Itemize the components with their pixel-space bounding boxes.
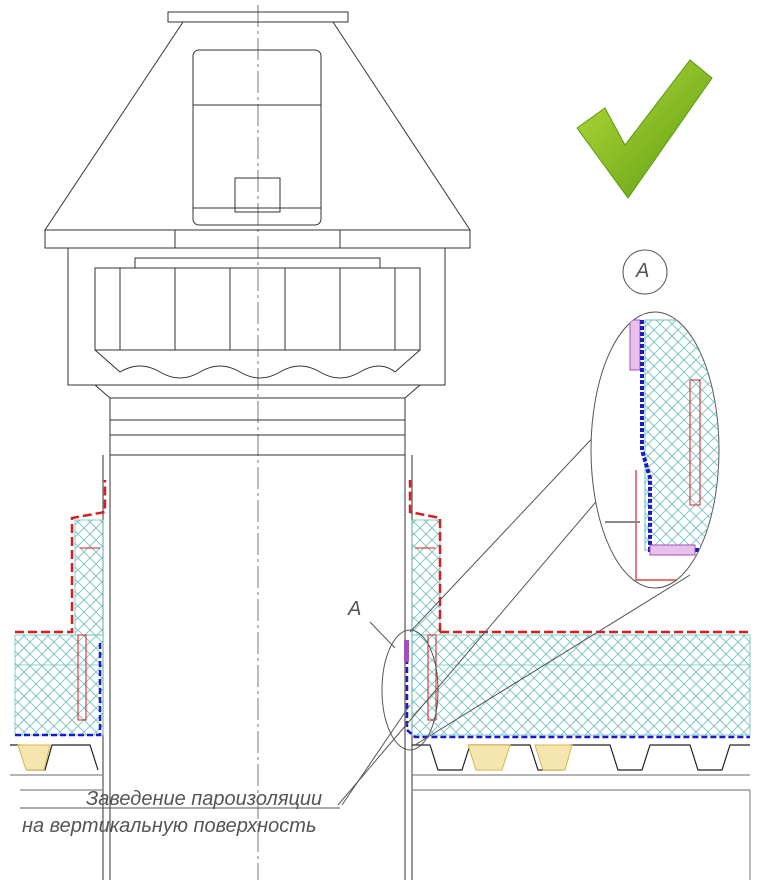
callout-line-2: на вертикальную поверхность [22, 815, 317, 837]
fasteners [77, 547, 437, 721]
detail-marker-circle [622, 249, 668, 295]
waterproof-membrane [15, 480, 750, 634]
motor [192, 49, 322, 226]
checkmark-icon [576, 59, 713, 199]
leader-line [337, 449, 641, 806]
sealant [404, 640, 409, 662]
detail-label-zoom: A [636, 260, 650, 282]
detail-label-main: A [348, 598, 362, 620]
deck-inserts [17, 744, 573, 771]
detail-region-marker [381, 629, 439, 751]
detail-zoom-view [590, 311, 720, 589]
profiled-deck [10, 744, 751, 880]
insulation [14, 519, 751, 736]
callout-line-1: Заведение пароизоляции [86, 788, 323, 810]
vapor-barrier [15, 640, 750, 739]
roof-fan [44, 11, 471, 456]
